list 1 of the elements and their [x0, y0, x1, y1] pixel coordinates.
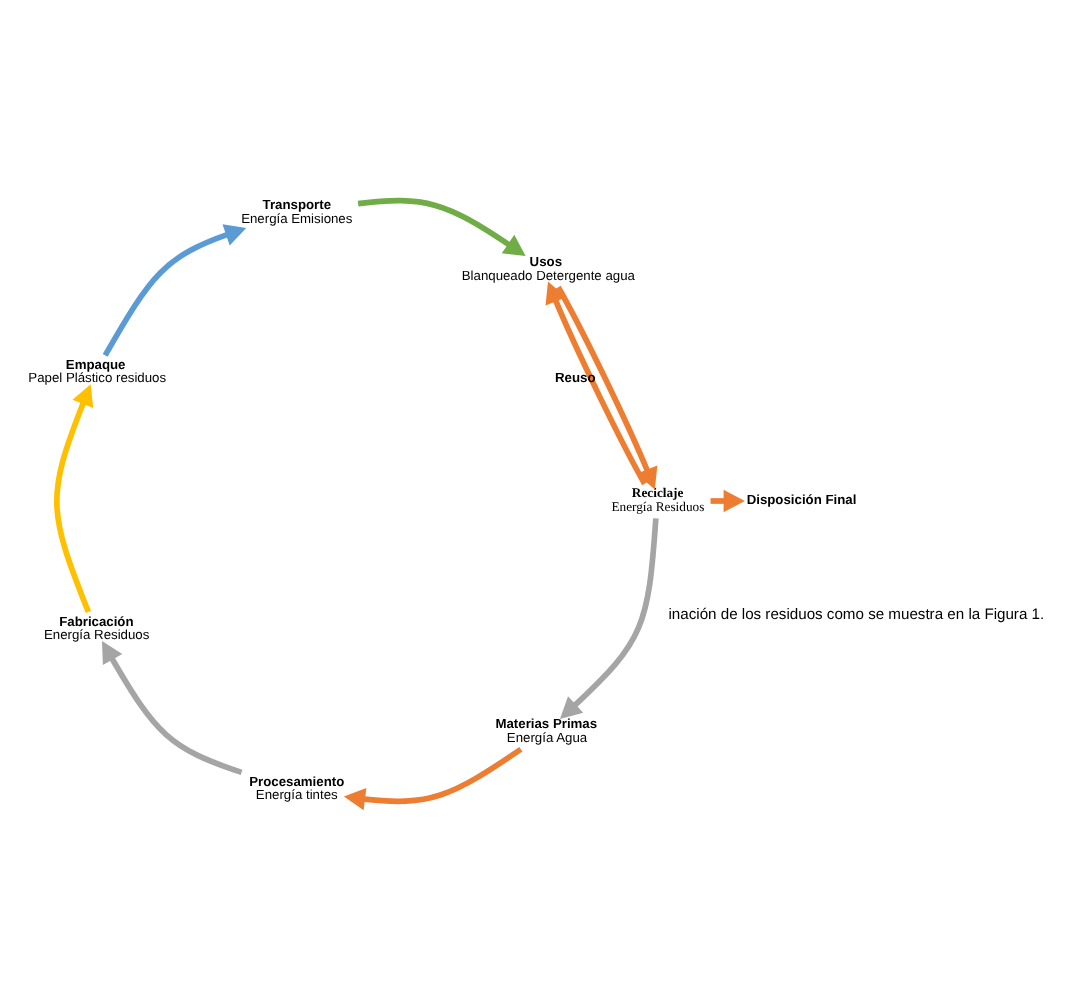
label: inación de los residuos como se muestra en la Figura 1. [668, 604, 1045, 623]
